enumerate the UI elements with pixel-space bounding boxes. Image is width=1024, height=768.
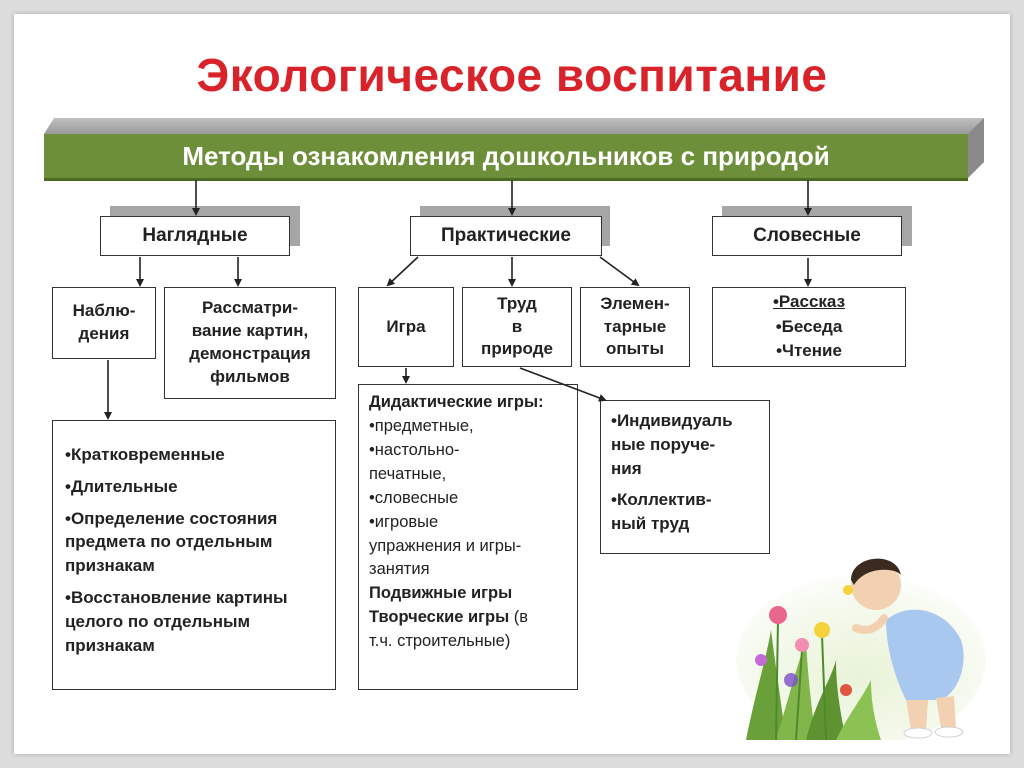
methods-banner: Методы ознакомления дошкольников с приро…	[44, 134, 968, 181]
creative-games-note: (в т.ч. строительные)	[369, 608, 529, 651]
games-list-box: Дидактические игры: •предметные, •настол…	[358, 384, 578, 690]
verbal-methods-box: •Рассказ •Беседа •Чтение	[712, 287, 906, 367]
didactic-game-item: •словесные	[369, 488, 459, 507]
mobile-games: Подвижные игры	[369, 584, 513, 603]
observation-types-box: •Кратковременные •Длительные •Определени…	[52, 420, 336, 690]
observation-type-item: •Определение состояния предмета по отдел…	[65, 508, 278, 576]
didactic-game-item: •игровые упражнения и игры- занятия	[369, 512, 522, 579]
creative-games: Творческие игры	[369, 608, 510, 627]
labor-types-box: •Индивидуаль ные поруче- ния •Коллектив-…	[600, 400, 770, 554]
labor-box: Труд в природе	[462, 287, 572, 367]
category-practical: Практические	[410, 216, 602, 256]
observation-type-item: •Длительные	[65, 476, 178, 496]
verbal-item-conversation: •Беседа	[775, 316, 843, 336]
game-box: Игра	[358, 287, 454, 367]
didactic-games-header: Дидактические игры:	[369, 393, 544, 411]
experiments-box: Элемен- тарные опыты	[580, 287, 690, 367]
verbal-item-story: •Рассказ	[772, 292, 846, 312]
page-title: Экологическое воспитание	[196, 49, 828, 101]
labor-type-item: •Индивидуаль ные поруче- ния	[611, 411, 733, 478]
pictures-box: Рассматри- вание картин, демонстрация фи…	[164, 287, 336, 399]
creative-games-line: Творческие игры (в т.ч. строительные)	[369, 606, 567, 654]
child-with-flowers-illustration	[736, 558, 986, 740]
observation-type-item: •Кратковременные	[65, 445, 225, 464]
category-verbal: Словесные	[712, 216, 902, 256]
didactic-game-item: •настольно- печатные,	[369, 440, 460, 483]
observation-type-item: •Восстановление картины целого по отдель…	[65, 587, 288, 655]
verbal-item-reading: •Чтение	[776, 341, 842, 361]
didactic-game-item: •предметные,	[369, 416, 474, 435]
category-visual: Наглядные	[100, 216, 290, 256]
observation-box: Наблю- дения	[52, 287, 156, 359]
banner-bevel-side	[968, 118, 984, 178]
banner-bevel-top	[44, 118, 984, 134]
labor-type-item: •Коллектив- ный труд	[611, 490, 712, 534]
